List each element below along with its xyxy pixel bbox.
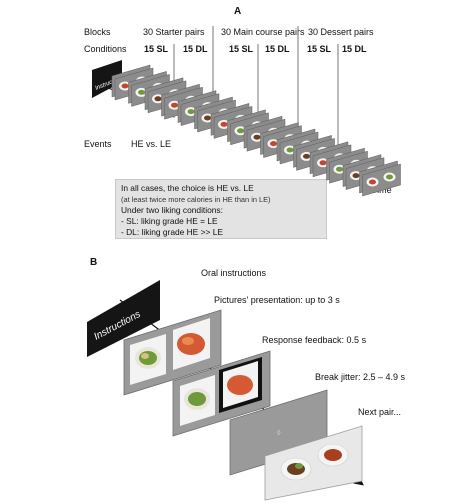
food-item-left bbox=[138, 89, 145, 95]
feedback-picture-selected bbox=[219, 357, 262, 413]
step-oral-instructions: Oral instructions bbox=[201, 268, 267, 278]
food-item-left bbox=[303, 153, 310, 159]
food-item-left bbox=[204, 115, 211, 121]
food-item-left bbox=[352, 173, 360, 179]
food-item-left bbox=[171, 102, 178, 108]
food-item-left bbox=[336, 166, 343, 172]
food-item-left bbox=[154, 96, 162, 102]
food-item-left bbox=[286, 147, 294, 153]
food-picture-right bbox=[173, 318, 210, 370]
note-line-4: - SL: liking grade HE = LE bbox=[121, 216, 218, 226]
note-line-1: In all cases, the choice is HE vs. LE bbox=[121, 183, 254, 193]
events-row-label: Events bbox=[84, 139, 112, 149]
food-item-left bbox=[253, 134, 261, 140]
panel-b-label: B bbox=[90, 257, 98, 268]
instructions-card-a bbox=[92, 60, 122, 98]
block-main-dl: 15 DL bbox=[265, 44, 290, 54]
block-dessert-sl: 15 SL bbox=[307, 44, 332, 54]
event-he-vs-le-label: HE vs. LE bbox=[131, 139, 172, 149]
step-break-jitter: Break jitter: 2.5 – 4.9 s bbox=[315, 372, 406, 382]
choice-description-box: In all cases, the choice is HE vs. LE (a… bbox=[115, 179, 327, 239]
block-main-sl: 15 SL bbox=[229, 44, 254, 54]
block-main-label: 30 Main course pairs bbox=[221, 27, 305, 37]
stimulus-cards-group bbox=[111, 64, 401, 197]
note-line-3: Under two liking conditions: bbox=[121, 205, 223, 215]
fixation-symbol: ◊ bbox=[277, 430, 281, 437]
instructions-card-b bbox=[87, 280, 160, 357]
stimulus-card bbox=[362, 163, 401, 197]
food-item-left bbox=[270, 141, 277, 147]
food-item-left bbox=[237, 128, 244, 134]
food-item-left bbox=[220, 121, 228, 127]
panel-a-label: A bbox=[234, 6, 242, 17]
step-pictures-presentation: Pictures' presentation: up to 3 s bbox=[214, 295, 340, 305]
next-pair-card bbox=[264, 425, 363, 501]
note-line-2: (at least twice more calories in HE than… bbox=[121, 195, 271, 204]
response-feedback-card bbox=[172, 350, 271, 437]
conditions-row-label: Conditions bbox=[84, 44, 127, 54]
block-starter-dl: 15 DL bbox=[183, 44, 208, 54]
food-item-left bbox=[369, 179, 376, 185]
step-response-feedback: Response feedback: 0.5 s bbox=[262, 335, 367, 345]
block-starter-label: 30 Starter pairs bbox=[143, 27, 205, 37]
food-item-left bbox=[121, 83, 129, 89]
block-dessert-dl: 15 DL bbox=[342, 44, 367, 54]
blocks-row-label: Blocks bbox=[84, 27, 111, 37]
block-dessert-label: 30 Dessert pairs bbox=[308, 27, 374, 37]
food-item-left bbox=[187, 109, 195, 115]
note-line-5: - DL: liking grade HE >> LE bbox=[121, 227, 223, 237]
food-picture-left bbox=[130, 334, 166, 385]
step-next-pair: Next pair... bbox=[358, 407, 402, 417]
block-starter-sl: 15 SL bbox=[144, 44, 169, 54]
food-item-left bbox=[319, 160, 327, 166]
food-item-right bbox=[386, 174, 393, 180]
feedback-picture-left bbox=[180, 375, 215, 426]
pictures-presentation-card bbox=[123, 309, 222, 396]
